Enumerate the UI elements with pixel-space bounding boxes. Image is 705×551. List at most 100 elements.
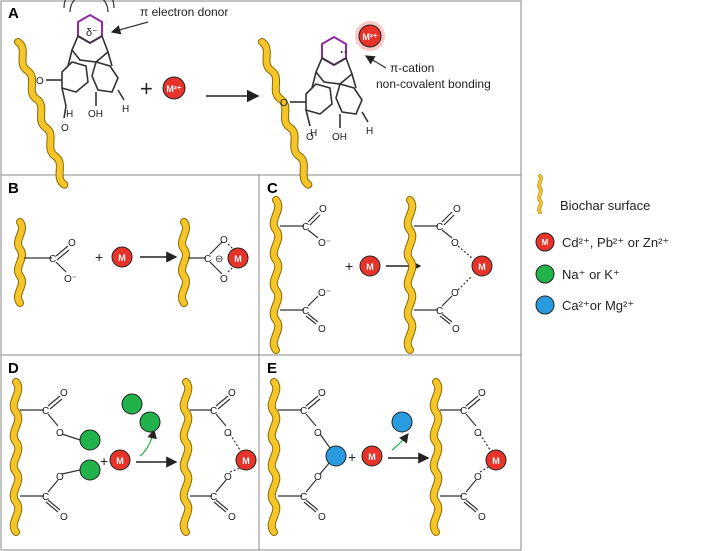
d-r-c1: C — [210, 406, 217, 417]
biochar-e-right — [434, 382, 439, 532]
metal-e-label: M — [368, 452, 376, 462]
c-r-o3: O — [451, 288, 459, 299]
legend-red-m: M — [542, 238, 549, 247]
e-r-c2: C — [460, 492, 467, 503]
b-left-o: O — [68, 238, 76, 249]
e-l-o4: O — [318, 512, 326, 523]
cation-label-2: non-covalent bonding — [376, 77, 491, 91]
c-r-o1: O — [453, 204, 461, 215]
pah-molecule-left — [46, 13, 125, 119]
carbonyl-oxygen-label-right: O — [306, 132, 314, 143]
e-l-c2: C — [300, 492, 307, 503]
legend-red-swatch — [535, 232, 555, 252]
chelate-c — [414, 211, 473, 325]
oxygen-ether-label-right: O — [280, 98, 288, 109]
c-l-o2: O — [318, 324, 326, 335]
e-r-c1: C — [460, 406, 467, 417]
c-r-o2: O — [451, 238, 459, 249]
metal-e: M — [361, 445, 383, 467]
chelate-d — [190, 395, 241, 513]
legend-biochar-swatch — [537, 174, 543, 215]
e-l-c1: C — [300, 406, 307, 417]
panel-letter-d: D — [8, 360, 19, 377]
pi-donor-waves — [63, 0, 115, 13]
d-l-o2: O — [56, 428, 64, 439]
legend-green-swatch — [535, 264, 555, 284]
legend-blue: Ca²⁺or Mg²⁺ — [562, 298, 634, 313]
panel-c: C C O O⁻ C O⁻ O + M — [267, 180, 493, 350]
d-l-c2: C — [42, 492, 49, 503]
panel-letter-c: C — [267, 180, 278, 197]
plus-sign-a: + — [140, 76, 153, 101]
na-ion-d-2 — [79, 459, 101, 481]
panel-borders — [0, 0, 522, 551]
d-r-c2: C — [210, 492, 217, 503]
b-right-o1: O — [220, 235, 228, 246]
e-l-o2: O — [314, 428, 322, 439]
d-l-c1: C — [42, 406, 49, 417]
carbonyl-oxygen-label: O — [61, 123, 69, 134]
donor-arrow — [110, 21, 149, 35]
carboxylate-b-left — [24, 245, 70, 273]
oh-label-right: OH — [332, 132, 347, 143]
biochar-c-right — [408, 200, 413, 350]
released-na-d-2 — [139, 411, 161, 433]
biochar-b-left — [18, 222, 22, 303]
metal-c-bound-label: M — [478, 262, 486, 272]
carboxylates-c-left — [280, 211, 321, 325]
d-r-o2: O — [224, 428, 232, 439]
cation-label-1: π-cation — [390, 61, 434, 75]
biochar-c-left — [274, 200, 279, 350]
b-left-o-minus: O⁻ — [64, 274, 77, 285]
oxygen-ether-label: O — [36, 76, 44, 87]
carboxylates-e-left — [278, 395, 331, 513]
metal-ion-a: M²⁺ — [162, 76, 186, 100]
b-minus-circle: ⊖ — [215, 254, 223, 265]
metal-d-label: M — [116, 456, 124, 466]
h-label-right: H — [122, 104, 129, 115]
biochar-d-left — [14, 382, 19, 532]
e-r-o4: O — [478, 512, 486, 523]
h-label-left: H — [66, 109, 73, 120]
cation-arrow — [364, 55, 387, 69]
bound-metal-ion-a: M²⁺ — [355, 21, 385, 51]
metal-e-bound: M — [485, 449, 507, 471]
pi-dots: ·· — [340, 45, 348, 59]
c-r-c2: C — [436, 306, 443, 317]
panel-letter-e: E — [267, 360, 277, 377]
biochar-surface-right — [260, 41, 311, 185]
delta-label: δ⁻ — [86, 27, 98, 39]
metal-b: M — [111, 246, 133, 268]
pah-molecule-right — [290, 35, 369, 128]
biochar-e-left — [272, 382, 277, 532]
panel-e: E C O O C O O + M — [267, 360, 507, 532]
d-l-o3: O — [56, 472, 64, 483]
b-left-c: C — [49, 254, 56, 265]
metal-b-bound-label: M — [234, 254, 242, 264]
legend-biochar: Biochar surface — [560, 198, 650, 213]
panel-b: B C O O⁻ + M C O O ⊖ M — [8, 180, 249, 303]
legend: Biochar surface M Cd²⁺, Pb²⁺ or Zn²⁺ Na⁺… — [535, 174, 669, 315]
plus-b: + — [95, 249, 103, 265]
e-r-o3: O — [474, 472, 482, 483]
biochar-b-right — [182, 222, 186, 303]
legend-blue-swatch — [535, 295, 555, 315]
d-r-o3: O — [224, 472, 232, 483]
metal-ion-label: M²⁺ — [166, 84, 181, 94]
donor-label: π electron donor — [140, 5, 228, 19]
c-l-o1: O — [319, 204, 327, 215]
plus-c: + — [345, 258, 353, 274]
panel-a: A δ⁻ O O H OH H — [8, 0, 491, 185]
ca-ion-e — [325, 445, 347, 467]
na-ion-d-1 — [79, 429, 101, 451]
plus-e: + — [348, 449, 356, 465]
c-l-om2: O⁻ — [318, 288, 331, 299]
panel-letter-b: B — [8, 180, 19, 197]
released-ca-e — [391, 411, 413, 433]
bound-metal-label: M²⁺ — [362, 32, 377, 42]
metal-e-bound-label: M — [492, 456, 500, 466]
d-r-o4: O — [228, 512, 236, 523]
released-na-d-1 — [121, 393, 143, 415]
c-r-c1: C — [436, 222, 443, 233]
panel-d: D C O O C O O + M — [8, 360, 257, 532]
